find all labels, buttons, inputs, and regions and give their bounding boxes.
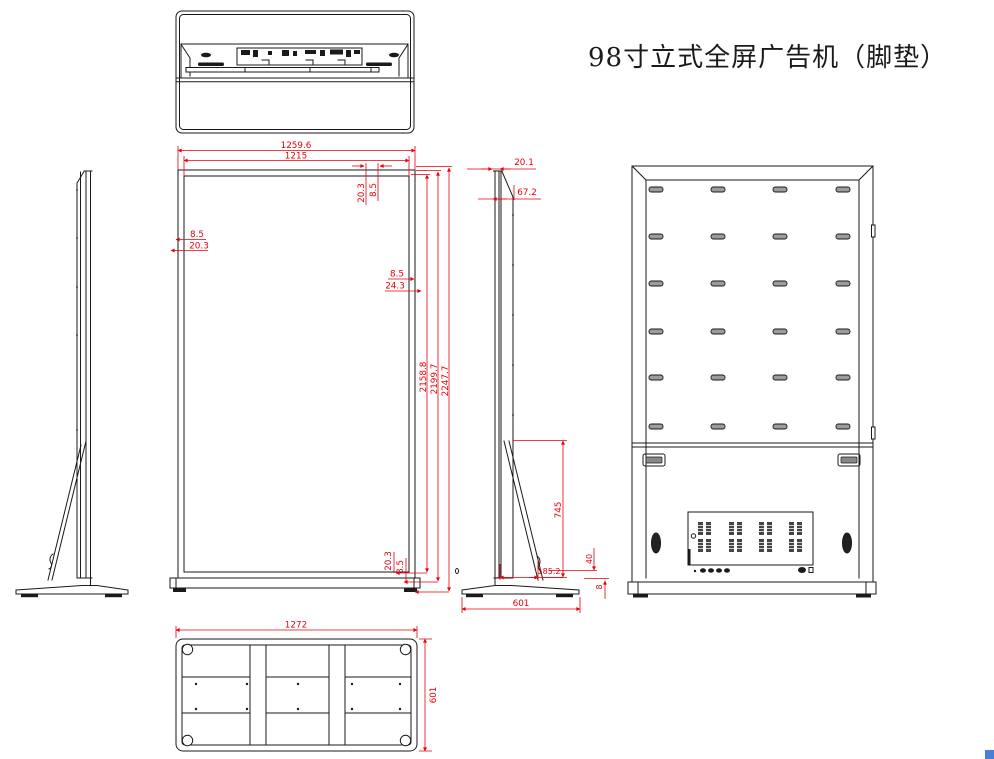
front-outline [177, 169, 416, 579]
dim-bottom-inner: 8.5 [396, 560, 406, 574]
foot [466, 594, 483, 598]
strut-latch [48, 553, 54, 570]
power-switch [808, 567, 814, 573]
side-left-screw-dots [76, 189, 78, 481]
dim-right-inner: 8.5 [390, 270, 404, 280]
screen-area [183, 175, 410, 573]
dim-base-width: 1272 [285, 621, 307, 631]
connector-panel [687, 511, 814, 566]
foot [856, 594, 871, 598]
side-vent-left [651, 532, 661, 554]
screw-dots [194, 682, 402, 711]
back-view [627, 165, 877, 598]
dim-screen-width: 1215 [285, 152, 307, 162]
side-left-back-edge [76, 170, 85, 579]
side-view-right [455, 170, 580, 598]
vent-grid [648, 186, 851, 430]
foot [21, 594, 38, 598]
dim-bottom-outer: 20.3 [384, 551, 394, 571]
dim-base-depth-bottom: 601 [429, 687, 439, 704]
foot-pad [181, 734, 194, 747]
side-dimensions: 20.1 67.2 745 185.2 40 8 601 [461, 158, 609, 613]
connector-cluster [241, 49, 360, 57]
front-dimensions: 1259.6 1215 20.3 8.5 8.5 20.3 8.5 24.3 2… [170, 141, 452, 594]
vent-slot-right [366, 62, 392, 66]
foot [105, 594, 122, 598]
dim-left-outer: 20.3 [189, 242, 209, 252]
bottom-dimensions: 1272 601 [175, 621, 439, 752]
dim-strut-foot-offset: 185.2 [538, 567, 561, 576]
dim-top-thickness: 20.1 [514, 158, 534, 168]
foot [173, 588, 186, 592]
panel-screw [690, 533, 697, 539]
io-connectors [693, 567, 806, 573]
panel-hinge [687, 549, 691, 565]
scroll-corner [985, 750, 994, 759]
speaker-oval-left [201, 52, 211, 58]
top-view-outline [175, 10, 415, 134]
plinth [169, 577, 421, 589]
dim-overall-height: 2247.7 [441, 366, 451, 397]
dim-body-height: 2199.7 [430, 364, 440, 395]
stand-base [15, 585, 129, 595]
back-inner-frame [632, 166, 873, 579]
foot [556, 594, 573, 598]
dim-base-top-height: 40 [585, 554, 594, 564]
stand-strut [47, 440, 87, 581]
dim-base-depth: 601 [513, 599, 530, 609]
dim-top-right-outer: 20.3 [357, 183, 367, 203]
foot [404, 588, 417, 592]
dim-right-outer: 24.3 [385, 282, 405, 292]
vent-slot-left [198, 62, 224, 66]
foot [633, 594, 648, 598]
dim-head-depth: 67.2 [517, 188, 537, 198]
lamp-bar [185, 67, 380, 73]
handle-left [642, 453, 666, 467]
speaker-oval-right [389, 52, 399, 58]
dim-screen-height: 2158.8 [419, 362, 429, 393]
foot-pad [399, 643, 412, 656]
back-outline [631, 165, 874, 583]
page-title: 98寸立式全屏广告机（脚垫） [588, 43, 947, 73]
side-vent-right [842, 532, 852, 554]
handle-right [837, 453, 861, 467]
strut-latch [536, 555, 542, 572]
dim-top-right-inner: 8.5 [369, 183, 379, 197]
stand-base [461, 585, 580, 595]
side-right-screw-dots [512, 214, 514, 416]
stand-strut [503, 440, 544, 581]
bottom-outline [175, 638, 418, 752]
dim-left-inner: 8.5 [190, 230, 204, 240]
foot-pad [399, 734, 412, 747]
dim-base-plate-thickness: 8 [595, 584, 604, 589]
front-view [169, 169, 421, 592]
top-view-recess [180, 43, 409, 78]
side-right-back-edge [501, 170, 514, 579]
base-ribs [249, 644, 346, 746]
dim-stand-height: 745 [554, 502, 564, 519]
foot-pad [181, 643, 194, 656]
top-view [175, 10, 415, 134]
connector-blocks [697, 521, 803, 553]
bottom-view [175, 638, 418, 752]
side-view-left [15, 170, 129, 598]
plinth [627, 581, 877, 595]
dim-overall-width: 1259.6 [281, 141, 312, 151]
